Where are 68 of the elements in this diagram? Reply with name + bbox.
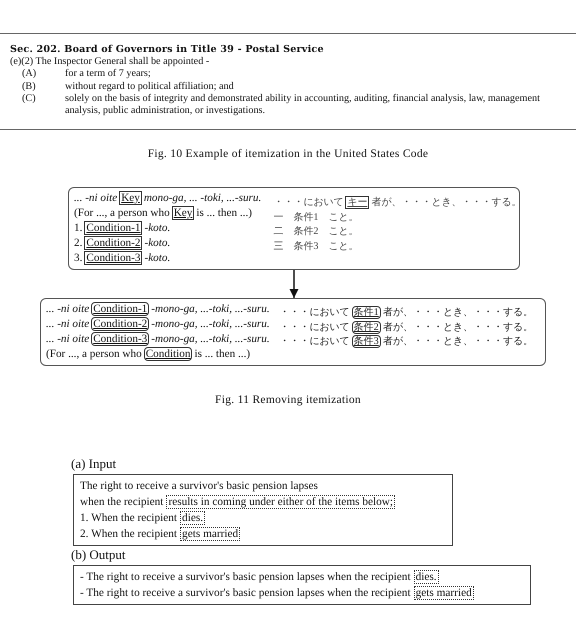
rounded-text-box (68, 187, 520, 270)
boxed-term: Key (172, 206, 194, 220)
boxed-term: Condition (144, 347, 192, 362)
sentence-fragment: ... -ni oite (46, 303, 90, 315)
statute-text: solely on the basis of integrity and demonstrated ability in accounting, auditing, financial analysis, law, management analysis, public administration, or investigations. (65, 92, 541, 118)
sentence-fragment: -mono-ga, ...-toki, ...-suru. (151, 318, 270, 330)
sentence-fragment: ・・・において (280, 336, 350, 347)
sentence-fragment: -koto. (144, 237, 170, 249)
sentence-fragment: 1. (74, 222, 82, 234)
sentence-fragment: - The right to receive a survivor's basic pension lapses when the recipient (80, 587, 411, 599)
sentence-fragment: ... -ni oite (74, 192, 118, 204)
sentence-fragment: when the recipient (80, 496, 164, 508)
panel-heading: (b) Output (71, 547, 127, 563)
boxed-term: Condition-1 (91, 302, 150, 316)
sentence-fragment: (For ..., a person who (74, 207, 170, 219)
sentence-fragment: -mono-ga, ...-toki, ...-suru. (151, 333, 270, 345)
statute-text: without regard to political affiliation; and (65, 80, 235, 93)
sentence-fragment: 者が、・・・とき、・・・する。 (382, 307, 533, 318)
boxed-term: dies. (414, 570, 439, 584)
sentence-fragment: 者が、・・・とき、・・・する。 (371, 197, 522, 208)
sentence-fragment: 2. (74, 237, 82, 249)
sentence-fragment: -koto. (144, 252, 170, 264)
boxed-term: 条件2 (352, 320, 381, 334)
boxed-term: Condition-1 (84, 221, 142, 236)
section-heading: Sec. 202. Board of Governors in Title 39 - Postal Service (10, 44, 325, 56)
sentence-fragment: (For ..., a person who (46, 348, 142, 360)
boxed-term: Key (119, 191, 142, 206)
item-marker: (B) (22, 80, 37, 93)
statute-text: (e)(2) The Inspector General shall be appointed - (10, 56, 210, 68)
sentence-fragment: 二 条件2 こと。 (273, 226, 358, 237)
item-marker: (A) (22, 68, 38, 81)
figure-caption: Fig. 11 Removing itemization (214, 394, 362, 406)
sentence-fragment: ・・・において (273, 197, 344, 208)
boxed-term: gets married (414, 586, 474, 600)
sentence-fragment: The right to receive a survivor's basic pension lapses (80, 480, 318, 492)
sentence-fragment: ... -ni oite (46, 318, 90, 330)
statute-text: for a term of 7 years; (65, 68, 152, 81)
sentence-fragment: 3. (74, 252, 82, 264)
sentence-fragment: ・・・において (280, 322, 350, 332)
rounded-text-box (40, 298, 546, 366)
boxed-term: キー (345, 196, 370, 210)
sentence-fragment: 2. When the recipient (80, 528, 178, 540)
sentence-fragment: 三 条件3 こと。 (273, 240, 358, 252)
sentence-fragment: 1. When the recipient (80, 512, 178, 524)
boxed-term: gets married (180, 527, 240, 542)
sentence-fragment: -koto. (144, 222, 170, 234)
boxed-term: Condition-2 (84, 236, 142, 250)
sentence-fragment: is ... then ...) (194, 348, 250, 360)
figure-caption: Fig. 10 Example of itemization in the United States Code (146, 148, 430, 160)
sentence-fragment: mono-ga, ... -toki, ...-suru. (144, 192, 262, 204)
boxed-term: Condition-2 (91, 317, 150, 332)
sentence-fragment: ... -ni oite (46, 333, 90, 345)
sentence-fragment: is ... then ...) (196, 207, 252, 219)
boxed-term: dies. (180, 511, 206, 526)
sentence-fragment: 者が、・・・とき、・・・する。 (382, 336, 533, 347)
sentence-fragment: 者が、・・・とき、・・・する。 (382, 322, 533, 332)
boxed-term: Condition-3 (91, 332, 150, 346)
sentence-fragment: - The right to receive a survivor's basic pension lapses when the recipient (80, 571, 411, 583)
item-marker: (C) (22, 92, 37, 106)
panel-heading: (a) Input (71, 456, 118, 472)
boxed-term: 条件1 (352, 306, 381, 320)
sentence-fragment: -mono-ga, ...-toki, ...-suru. (151, 303, 270, 315)
arrow (290, 270, 298, 298)
sentence-fragment: 一 条件1 こと。 (273, 212, 358, 222)
sentence-fragment: ・・・において (280, 307, 350, 318)
boxed-term: 条件3 (352, 335, 381, 348)
boxed-term: Condition-3 (84, 251, 142, 266)
boxed-term: results in coming under either of the items below; (166, 495, 396, 510)
